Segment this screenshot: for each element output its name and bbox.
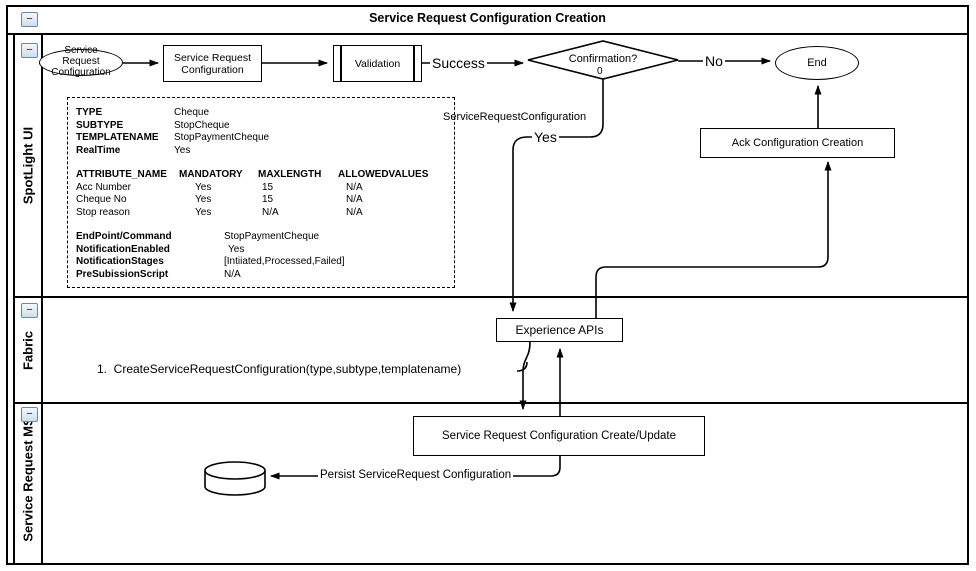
no-edge-label: No (703, 53, 725, 69)
edge-call-note-hook (516, 361, 528, 372)
database-icon (204, 461, 266, 496)
minus-icon: − (26, 44, 33, 56)
confirmation-diamond (527, 40, 679, 80)
title-divider (6, 33, 969, 35)
lane-label-divider (41, 33, 43, 563)
subprocess-left-bar (340, 46, 342, 81)
create-call-note: 1. CreateServiceRequestConfiguration(typ… (97, 362, 462, 376)
lane-divider-fabric-servicems (13, 402, 967, 404)
attribute-row: Stop reason Yes N/A N/A (76, 206, 363, 218)
success-edge-label: Success (430, 55, 487, 71)
pool-left-border (13, 33, 15, 563)
attribute-row: Acc Number Yes 15 N/A (76, 181, 363, 193)
minus-icon: − (26, 304, 33, 316)
edge-create-update-to-database (270, 456, 561, 480)
edge-experience-apis-to-create-update (519, 341, 531, 410)
yes-edge-label: Yes (532, 129, 559, 145)
start-ellipse (39, 49, 123, 76)
attribute-header-row: ATTRIBUTE_NAME MANDATORY MAXLENGTH ALLOW… (76, 169, 429, 180)
lane-divider-spotlight-fabric (13, 296, 967, 298)
service-request-create-update-box: Service Request Configuration Create/Upd… (413, 416, 705, 456)
experience-apis-box: Experience APIs (496, 318, 623, 342)
subprocess-right-bar (413, 46, 415, 81)
page-title: Service Request Configuration Creation (369, 11, 606, 25)
lane-fabric-collapse-button[interactable]: − (21, 303, 38, 318)
diagram-frame (6, 5, 969, 565)
config-setting-row: NotificationStages[Intiiated,Processed,F… (76, 256, 345, 267)
lane-spotlight-collapse-button[interactable]: − (21, 43, 38, 58)
persist-label: Persist ServiceRequest Configuration (318, 469, 514, 481)
yes-payload-label: ServiceRequestConfiguration (443, 111, 587, 123)
minus-icon: − (26, 13, 33, 25)
ack-configuration-creation-box: Ack Configuration Creation (700, 128, 895, 158)
minus-icon: − (26, 408, 33, 420)
service-request-configuration-box: Service Request Configuration (163, 45, 262, 82)
validation-subprocess-box: Validation (333, 45, 422, 82)
confirmation-port-label: 0 (597, 66, 603, 77)
pool-collapse-button[interactable]: − (21, 12, 38, 27)
end-ellipse: End (775, 46, 859, 80)
attribute-row: Cheque No Yes 15 N/A (76, 194, 363, 205)
confirmation-label: Confirmation? (568, 53, 638, 65)
validation-label: Validation (354, 57, 401, 70)
edge-experience-apis-to-ack (595, 161, 832, 318)
start-label: Service Request Configuration (51, 45, 111, 78)
lane-servicems-collapse-button[interactable]: − (21, 407, 38, 422)
